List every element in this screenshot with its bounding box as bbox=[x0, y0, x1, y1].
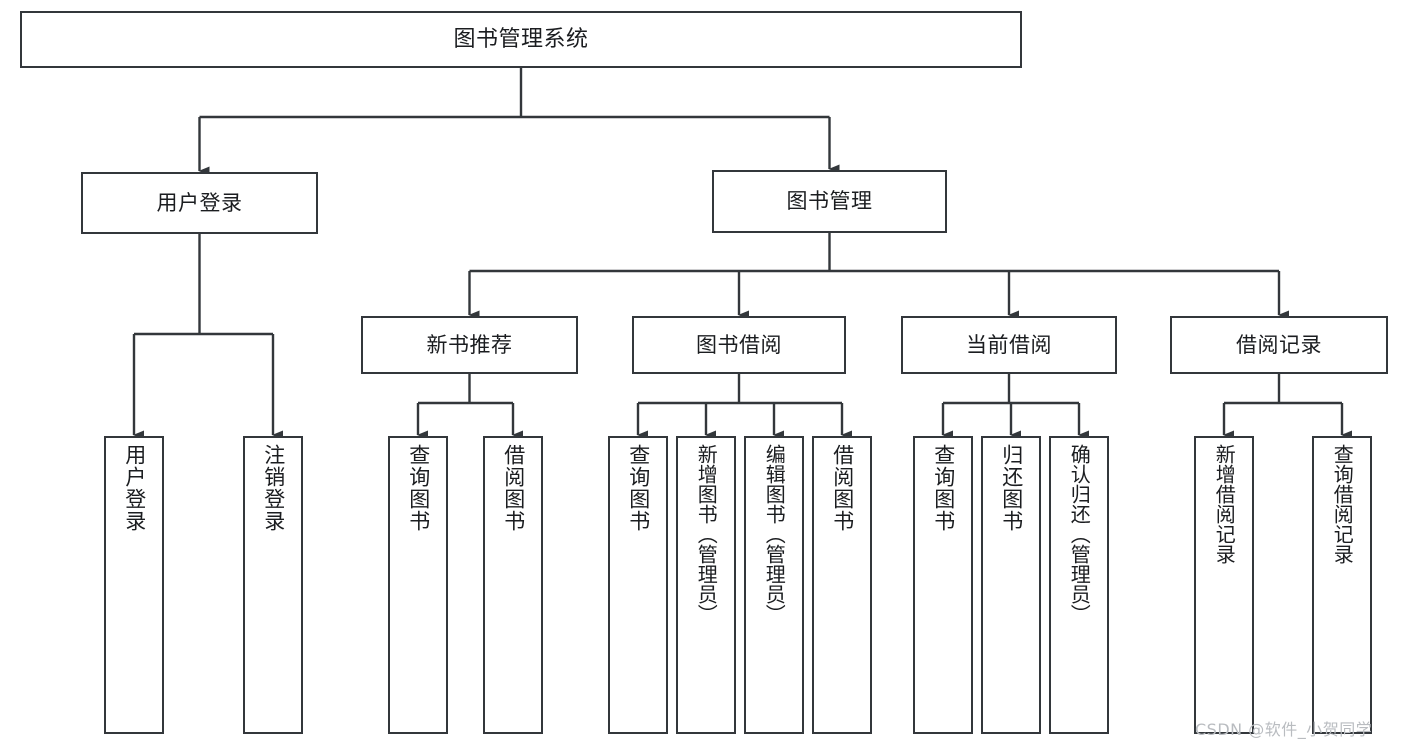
node-leaf_br_query[interactable]: 查询借阅记录 bbox=[1312, 436, 1372, 734]
node-current_borrow[interactable]: 当前借阅 bbox=[901, 316, 1117, 374]
node-leaf_bb_edit[interactable]: 编辑图书（管理员） bbox=[744, 436, 804, 734]
node-label: 编辑图书（管理员） bbox=[762, 444, 787, 624]
node-label: 新书推荐 bbox=[426, 332, 513, 357]
node-label: 图书管理 bbox=[786, 189, 873, 214]
node-root[interactable]: 图书管理系统 bbox=[20, 11, 1022, 68]
node-leaf_user_logout[interactable]: 注销登录 bbox=[243, 436, 303, 734]
node-leaf_user_login[interactable]: 用户登录 bbox=[104, 436, 164, 734]
node-label: 确认归还（管理员） bbox=[1067, 444, 1092, 624]
node-leaf_nbr_borrow[interactable]: 借阅图书 bbox=[483, 436, 543, 734]
node-label: 借阅图书 bbox=[501, 444, 526, 532]
node-new_book_rec[interactable]: 新书推荐 bbox=[361, 316, 578, 374]
node-leaf_cb_query[interactable]: 查询图书 bbox=[913, 436, 973, 734]
node-label: 图书借阅 bbox=[696, 332, 782, 357]
node-leaf_bb_query[interactable]: 查询图书 bbox=[608, 436, 668, 734]
node-leaf_nbr_query[interactable]: 查询图书 bbox=[388, 436, 448, 734]
node-label: 借阅记录 bbox=[1236, 332, 1322, 357]
node-label: 查询图书 bbox=[931, 444, 956, 532]
node-book_borrow[interactable]: 图书借阅 bbox=[632, 316, 846, 374]
node-borrow_record[interactable]: 借阅记录 bbox=[1170, 316, 1388, 374]
node-label: 借阅图书 bbox=[830, 444, 855, 532]
node-label: 用户登录 bbox=[122, 444, 147, 532]
node-label: 查询图书 bbox=[626, 444, 651, 532]
node-user_login[interactable]: 用户登录 bbox=[81, 172, 318, 234]
node-label: 当前借阅 bbox=[966, 332, 1052, 357]
node-label: 查询借阅记录 bbox=[1330, 444, 1355, 564]
node-label: 注销登录 bbox=[261, 444, 286, 532]
node-label: 新增借阅记录 bbox=[1212, 444, 1237, 564]
node-label: 查询图书 bbox=[406, 444, 431, 532]
node-label: 用户登录 bbox=[156, 190, 243, 215]
node-leaf_cb_return[interactable]: 归还图书 bbox=[981, 436, 1041, 734]
node-leaf_bb_add[interactable]: 新增图书（管理员） bbox=[676, 436, 736, 734]
node-leaf_cb_confirm[interactable]: 确认归还（管理员） bbox=[1049, 436, 1109, 734]
node-book_manage[interactable]: 图书管理 bbox=[712, 170, 947, 233]
edge-layer bbox=[132, 68, 1352, 440]
node-label: 图书管理系统 bbox=[453, 26, 589, 52]
node-leaf_br_add[interactable]: 新增借阅记录 bbox=[1194, 436, 1254, 734]
node-label: 归还图书 bbox=[999, 444, 1024, 532]
csdn-watermark: CSDN @软件_小贺同学 bbox=[1195, 720, 1373, 739]
node-label: 新增图书（管理员） bbox=[694, 444, 719, 624]
node-leaf_bb_borrow[interactable]: 借阅图书 bbox=[812, 436, 872, 734]
